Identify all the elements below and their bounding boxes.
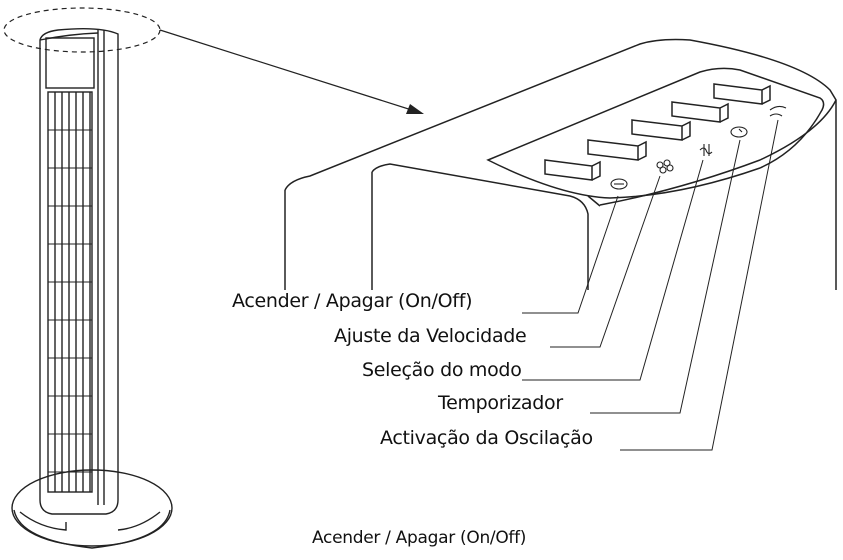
leader-lines — [522, 119, 779, 451]
oscillation-icon — [769, 105, 787, 117]
callout-speed: Ajuste da Velocidade — [334, 325, 527, 347]
button-speed — [587, 139, 647, 161]
callout-mode: Seleção do modo — [362, 359, 522, 381]
button-power — [544, 159, 601, 181]
button-mode — [631, 119, 691, 141]
callout-power: Acender / Apagar (On/Off) — [232, 290, 473, 312]
top-highlight-ellipse — [3, 7, 161, 53]
timer-icon — [730, 126, 748, 138]
tower-fan — [3, 7, 173, 549]
caption: Acender / Apagar (On/Off) — [312, 528, 527, 548]
mode-icon — [699, 144, 713, 156]
leader-power — [522, 195, 619, 314]
button-oscillation — [713, 83, 771, 105]
zoom-arrow — [159, 29, 424, 114]
button-timer — [671, 101, 729, 123]
control-panel-zoom — [284, 38, 837, 290]
leader-timer — [590, 139, 741, 414]
fan-body — [39, 27, 119, 515]
leader-oscillation — [620, 119, 779, 451]
callout-oscillation: Activação da Oscilação — [380, 427, 593, 449]
callout-timer: Temporizador — [438, 392, 563, 414]
panel-buttons — [544, 83, 771, 181]
leader-speed — [550, 175, 661, 348]
leader-mode — [522, 159, 704, 381]
fan-speed-icon — [656, 159, 674, 174]
power-icon — [610, 178, 628, 190]
